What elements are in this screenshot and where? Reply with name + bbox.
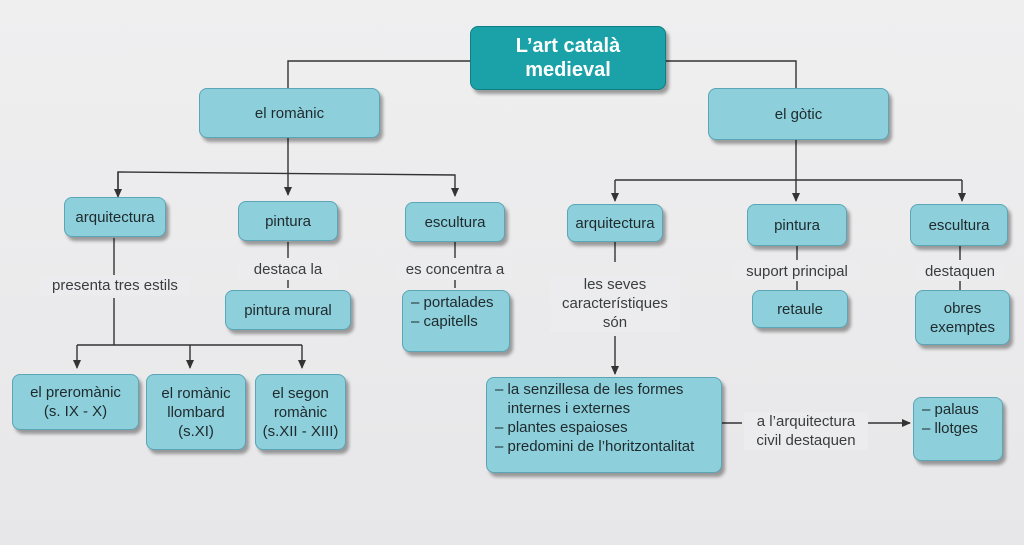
gotic-link-line1: les seves: [583, 276, 647, 293]
escultura-result-line2: exemptes: [929, 318, 996, 336]
gotic-node: el gòtic: [708, 88, 889, 140]
title-line1: L’art català: [515, 35, 621, 57]
romanic-escultura-label: escultura: [424, 213, 486, 231]
romanic-pintura-link: destaca la: [238, 260, 338, 279]
title-node: L’art català medieval: [470, 26, 666, 90]
romanic-arquitectura-link: presenta tres estils: [40, 276, 190, 295]
escultura-result-line1: obres: [943, 299, 982, 317]
romanic-escultura-items-node: – portalades – capitells: [402, 290, 510, 352]
gotic-caracteristiques-node: – la senzillesa de les formes internes i…: [486, 377, 722, 473]
gotic-escultura-result-node: obres exemptes: [915, 290, 1010, 345]
estil-preromanic-node: el preromànic (s. IX - X): [12, 374, 139, 430]
gotic-pintura-result-label: retaule: [777, 300, 823, 318]
caracteristica-3: – predomini de l’horitzontalitat: [495, 438, 695, 455]
romanic-escultura-node: escultura: [405, 202, 505, 242]
gotic-pintura-result-node: retaule: [752, 290, 848, 328]
gotic-escultura-link: destaquen: [915, 262, 1005, 281]
romanic-arquitectura-label: arquitectura: [75, 208, 155, 226]
caracteristica-1b: internes i externes: [495, 400, 631, 417]
estil-segon-line2: romànic: [273, 403, 328, 421]
gotic-escultura-label: escultura: [928, 216, 990, 234]
escultura-item-portalades: – portalades: [411, 294, 494, 311]
caracteristica-1: – la senzillesa de les formes: [495, 381, 684, 398]
romanic-escultura-link: es concentra a: [397, 260, 513, 279]
civil-item-palaus: – palaus: [922, 401, 979, 418]
romanic-arquitectura-node: arquitectura: [64, 197, 166, 237]
title-line2: medieval: [525, 59, 611, 81]
gotic-label: el gòtic: [774, 105, 823, 123]
estil-preromanic-line2: (s. IX - X): [43, 403, 108, 420]
civil-link-line1: a l’arquitectura: [756, 413, 856, 430]
gotic-pintura-node: pintura: [747, 204, 847, 246]
gotic-arquitectura-link: les seves característiques són: [550, 275, 680, 332]
romanic-pintura-result-node: pintura mural: [225, 290, 351, 330]
romanic-node: el romànic: [199, 88, 380, 138]
civil-item-llotges: – llotges: [922, 420, 978, 437]
civil-items-node: – palaus – llotges: [913, 397, 1003, 461]
romanic-pintura-result-label: pintura mural: [244, 301, 332, 319]
gotic-link-line3: són: [602, 314, 628, 331]
estil-llombard-line1: el romànic: [161, 384, 231, 402]
estil-llombard-line3: (s.XI): [178, 422, 214, 440]
gotic-pintura-label: pintura: [774, 216, 820, 234]
estil-llombard-line2: llombard: [167, 403, 225, 421]
gotic-arquitectura-node: arquitectura: [567, 204, 663, 242]
gotic-escultura-node: escultura: [910, 204, 1008, 246]
escultura-item-capitells: – capitells: [411, 313, 478, 330]
romanic-pintura-node: pintura: [238, 201, 338, 241]
civil-link-line2: civil destaquen: [756, 432, 856, 449]
gotic-pintura-link: suport principal: [733, 262, 861, 281]
romanic-label: el romànic: [254, 104, 325, 122]
estil-segon-romanic-node: el segon romànic (s.XII - XIII): [255, 374, 346, 450]
gotic-arquitectura-label: arquitectura: [575, 214, 655, 232]
caracteristica-2: – plantes espaioses: [495, 419, 628, 436]
estil-preromanic-line1: el preromànic: [30, 384, 121, 401]
estil-segon-line1: el segon: [272, 384, 329, 402]
romanic-pintura-label: pintura: [265, 212, 311, 230]
gotic-link-line2: característiques: [562, 295, 668, 312]
estil-segon-line3: (s.XII - XIII): [262, 422, 339, 440]
estil-llombard-node: el romànic llombard (s.XI): [146, 374, 246, 450]
civil-link: a l’arquitectura civil destaquen: [744, 412, 868, 450]
